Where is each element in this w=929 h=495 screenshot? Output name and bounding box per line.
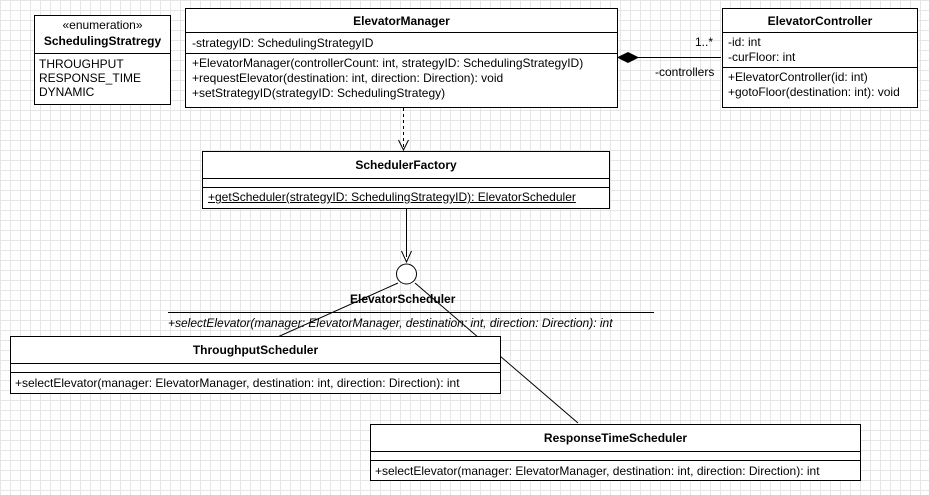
association-role: -controllers xyxy=(655,65,715,79)
class-attributes: -strategyID: SchedulingStrategyID xyxy=(186,33,617,54)
class-name: ElevatorController xyxy=(723,9,917,33)
operation: +gotoFloor(destination: int): void xyxy=(728,85,900,99)
lollipop-interface-circle[interactable] xyxy=(396,263,417,285)
class-operations: +getScheduler(strategyID: SchedulingStra… xyxy=(203,188,609,206)
dependency-arrowhead xyxy=(401,250,412,264)
operation: +selectElevator(manager: ElevatorManager… xyxy=(375,464,820,478)
class-operations: +selectElevator(manager: ElevatorManager… xyxy=(11,373,500,393)
enum-name: SchedulingStratregy xyxy=(43,34,162,48)
composition-diamond xyxy=(616,51,640,64)
operation: +selectElevator(manager: ElevatorManager… xyxy=(15,376,460,390)
enum-value: DYNAMIC xyxy=(39,85,95,99)
enum-stereotype: «enumeration» xyxy=(62,18,143,32)
enum-values: THROUGHPUT RESPONSE_TIME DYNAMIC xyxy=(35,54,170,102)
association-multiplicity: 1..* xyxy=(695,35,714,49)
enum-value: RESPONSE_TIME xyxy=(39,71,142,85)
operation: +requestElevator(destination: int, direc… xyxy=(192,71,504,85)
class-elevator-manager[interactable]: ElevatorManager -strategyID: SchedulingS… xyxy=(185,8,618,108)
interface-operation: +selectElevator(manager: ElevatorManager… xyxy=(168,316,613,330)
class-operations: +selectElevator(manager: ElevatorManager… xyxy=(371,461,860,481)
enum-scheduling-strategy[interactable]: «enumeration» SchedulingStratregy THROUG… xyxy=(34,15,171,105)
class-attributes xyxy=(371,452,860,461)
class-name: SchedulerFactory xyxy=(203,152,609,179)
class-throughput-scheduler[interactable]: ThroughputScheduler +selectElevator(mana… xyxy=(10,336,501,394)
class-attributes xyxy=(11,364,500,373)
class-scheduler-factory[interactable]: SchedulerFactory +getScheduler(strategyI… xyxy=(202,151,610,209)
operation: +ElevatorManager(controllerCount: int, s… xyxy=(192,56,584,70)
class-name: ResponseTimeScheduler xyxy=(371,425,860,452)
class-attributes xyxy=(203,179,609,188)
class-name: ElevatorManager xyxy=(186,9,617,33)
attribute: -strategyID: SchedulingStrategyID xyxy=(192,36,374,50)
class-operations: +ElevatorManager(controllerCount: int, s… xyxy=(186,54,617,103)
attribute: -curFloor: int xyxy=(728,50,796,64)
attribute: -id: int xyxy=(728,35,761,49)
operation: +setStrategyID(strategyID: SchedulingStr… xyxy=(192,86,446,100)
static-operation: +getScheduler(strategyID: SchedulingStra… xyxy=(208,190,576,204)
interface-name[interactable]: ElevatorScheduler xyxy=(350,292,456,306)
dependency-arrowhead xyxy=(398,139,409,152)
enum-value: THROUGHPUT xyxy=(39,57,124,71)
class-operations: +ElevatorController(id: int) +gotoFloor(… xyxy=(723,68,917,102)
enum-header: «enumeration» SchedulingStratregy xyxy=(35,16,170,54)
class-elevator-controller[interactable]: ElevatorController -id: int -curFloor: i… xyxy=(722,8,918,108)
class-response-time-scheduler[interactable]: ResponseTimeScheduler +selectElevator(ma… xyxy=(370,424,861,481)
class-name: ThroughputScheduler xyxy=(11,337,500,364)
operation: +ElevatorController(id: int) xyxy=(728,70,868,84)
class-attributes: -id: int -curFloor: int xyxy=(723,33,917,68)
